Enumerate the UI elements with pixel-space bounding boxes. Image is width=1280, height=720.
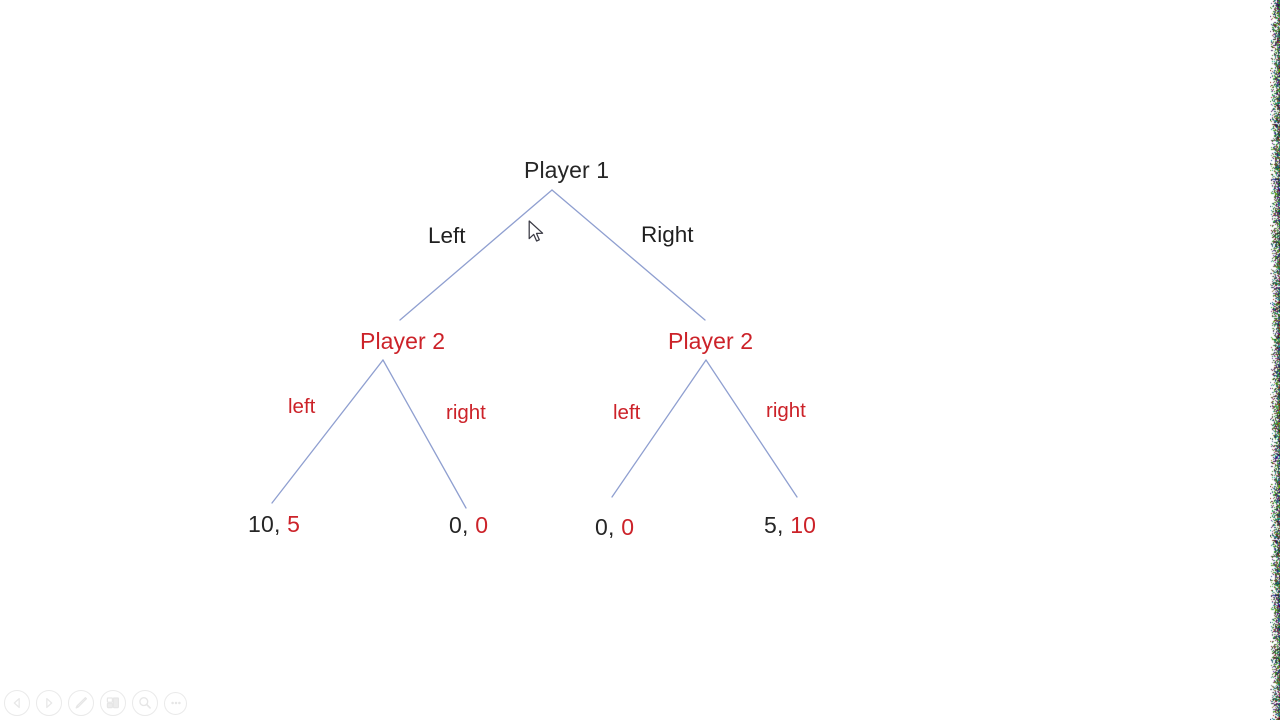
triangle-right-icon — [46, 697, 53, 709]
magnifier-icon — [139, 697, 151, 709]
all-slides-button[interactable] — [100, 690, 126, 716]
payoff-player2-value: 5 — [287, 511, 301, 537]
payoff-player1-value: 0, — [449, 512, 469, 538]
payoff-player2-value: 0 — [621, 514, 635, 540]
slideshow-toolbar — [4, 690, 187, 716]
edge-label-root-left: Left — [428, 223, 466, 248]
zoom-tool-button[interactable] — [132, 690, 158, 716]
edge-right-left — [611, 359, 707, 498]
next-slide-button[interactable] — [36, 690, 62, 716]
previous-slide-button[interactable] — [4, 690, 30, 716]
triangle-left-icon — [13, 697, 20, 709]
edge-root-left — [399, 189, 553, 321]
payoff-player2-value: 10 — [790, 512, 817, 538]
edge-left-right — [382, 359, 467, 509]
payoff-player1-value: 0, — [595, 514, 615, 540]
pen-icon — [75, 697, 88, 709]
more-options-button[interactable] — [164, 691, 187, 715]
edge-root-right — [551, 189, 706, 321]
edge-label-right-node-right: right — [766, 399, 806, 422]
edge-left-left — [271, 359, 384, 504]
ellipsis-icon — [170, 701, 181, 705]
payoff-player2-value: 0 — [475, 512, 489, 538]
payoff-player1-value: 5, — [764, 512, 784, 538]
payoff-left-right: 0, 0 — [449, 514, 488, 537]
pen-tool-button[interactable] — [68, 690, 94, 716]
edge-label-left-node-left: left — [288, 395, 316, 418]
edge-label-root-right: Right — [641, 222, 694, 247]
edge-right-right — [705, 359, 798, 498]
payoff-right-right: 5, 10 — [764, 514, 816, 537]
edge-label-right-node-left: left — [613, 401, 641, 424]
node-player2-left: Player 2 — [360, 328, 446, 354]
payoff-left-left: 10, 5 — [248, 513, 300, 536]
edge-noise-artifact — [1270, 0, 1280, 720]
slides-icon — [106, 697, 119, 709]
payoff-player1-value: 10, — [248, 511, 281, 537]
payoff-right-left: 0, 0 — [595, 516, 634, 539]
node-player2-right: Player 2 — [668, 328, 754, 354]
edge-label-left-node-right: right — [446, 401, 486, 424]
node-player1-root: Player 1 — [524, 157, 610, 183]
